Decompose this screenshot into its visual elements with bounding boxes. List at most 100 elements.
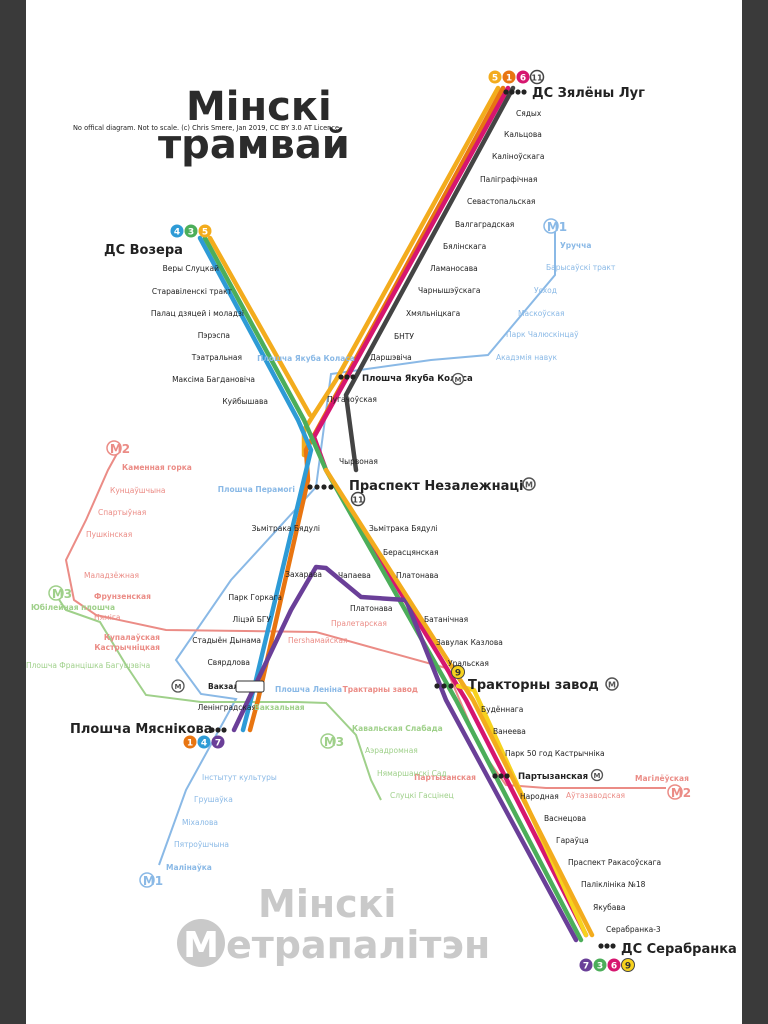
m1-kolasa: Плошча Якуба Коласа bbox=[257, 354, 355, 363]
svg-text:Маскоўская: Маскоўская bbox=[518, 309, 565, 318]
svg-text:9: 9 bbox=[455, 669, 461, 679]
title-line1: Мінскі bbox=[186, 84, 332, 130]
svg-text:Малінаўка: Малінаўка bbox=[166, 863, 212, 872]
se-low-stations: Будённага Ванеева Парк 50 год Кастрычнік… bbox=[481, 705, 605, 758]
m3-vakzalnaya: Вакзальная bbox=[254, 703, 305, 712]
svg-text:Пушкінская: Пушкінская bbox=[86, 530, 132, 539]
svg-text:М1: М1 bbox=[143, 874, 163, 888]
svg-text:Кальцова: Кальцова bbox=[504, 130, 542, 139]
route-badges-zyaleny: 5 1 6 11 bbox=[488, 69, 545, 85]
svg-text:Ламаносава: Ламаносава bbox=[430, 264, 478, 273]
route-badges-myasnikova: 1 4 7 bbox=[183, 735, 225, 749]
svg-text:5: 5 bbox=[492, 74, 498, 84]
stop-platonava-1: Платонава bbox=[396, 571, 439, 580]
svg-text:Каменная горка: Каменная горка bbox=[122, 463, 192, 472]
svg-text:Тэатральная: Тэатральная bbox=[191, 353, 242, 362]
stop-berasyanskaya: Берасцянская bbox=[383, 548, 439, 557]
svg-text:Сядых: Сядых bbox=[516, 109, 542, 118]
svg-text:Паліграфічная: Паліграфічная bbox=[480, 175, 537, 184]
svg-text:6: 6 bbox=[611, 962, 617, 972]
svg-text:ДС Возера: ДС Возера bbox=[104, 243, 183, 258]
svg-text:Парк 50 год Кастрычніка: Парк 50 год Кастрычніка bbox=[505, 749, 605, 758]
svg-text:Якубава: Якубава bbox=[593, 903, 625, 912]
author-note: No offical diagram. Not to scale. (c) Ch… bbox=[73, 124, 341, 132]
stop-kolasa: Плошча Якуба Коласа М bbox=[338, 372, 473, 386]
svg-text:7: 7 bbox=[215, 739, 221, 749]
svg-text:Трактарны завод: Трактарны завод bbox=[343, 685, 418, 694]
svg-text:Юбілейная плошча: Юбілейная плошча bbox=[31, 603, 115, 612]
ne-stations: Сядых Кальцова Калінoўскага Паліграфічна… bbox=[370, 109, 545, 362]
svg-text:Вакзал: Вакзал bbox=[208, 682, 239, 691]
stop-platonava-2: Платонава bbox=[350, 604, 393, 613]
svg-text:Пралетарская: Пралетарская bbox=[331, 619, 387, 628]
svg-text:4: 4 bbox=[174, 228, 180, 238]
svg-text:Максіма Багдановіча: Максіма Багдановіча bbox=[172, 375, 255, 384]
svg-text:Ліцэй БГУ: Ліцэй БГУ bbox=[233, 615, 272, 624]
svg-text:7: 7 bbox=[583, 962, 589, 972]
route-badge-9: 9 bbox=[451, 665, 465, 679]
svg-text:М2: М2 bbox=[671, 786, 691, 800]
svg-text:Плошча Францішка Багушэвіча: Плошча Францішка Багушэвіча bbox=[26, 661, 150, 670]
svg-text:Батанічная: Батанічная bbox=[424, 615, 468, 624]
svg-text:М: М bbox=[594, 772, 601, 780]
svg-text:Калінoўскага: Калінoўскага bbox=[492, 152, 545, 161]
svg-text:Магілёўская: Магілёўская bbox=[635, 774, 689, 783]
svg-text:М3: М3 bbox=[324, 735, 344, 749]
svg-text:Партызанская: Партызанская bbox=[414, 773, 476, 782]
svg-text:Будённага: Будённага bbox=[481, 705, 523, 714]
svg-text:ДС Зялёны Луг: ДС Зялёны Луг bbox=[532, 86, 645, 101]
svg-text:Хмяльніцкага: Хмяльніцкага bbox=[406, 309, 460, 318]
svg-text:Нямаршанскі Сад: Нямаршанскі Сад bbox=[377, 769, 447, 778]
svg-text:Уручча: Уручча bbox=[560, 241, 591, 250]
route-badges-serabranka: 7 3 6 9 bbox=[579, 958, 635, 972]
svg-text:Народная: Народная bbox=[520, 792, 559, 801]
svg-text:5: 5 bbox=[202, 228, 208, 238]
svg-text:Парк Чалюскінцаў: Парк Чалюскінцаў bbox=[506, 330, 579, 339]
svg-text:М1: М1 bbox=[547, 220, 567, 234]
svg-text:11: 11 bbox=[531, 74, 543, 83]
svg-text:М: М bbox=[525, 481, 533, 490]
svg-text:Міхалова: Міхалова bbox=[182, 818, 218, 827]
svg-text:Акадэмія навук: Акадэмія навук bbox=[496, 353, 558, 362]
svg-text:Парк Горкага: Парк Горкага bbox=[229, 593, 283, 602]
metro-m2-badge: М2 bbox=[106, 440, 130, 456]
route-badges-vozera: 4 3 5 bbox=[170, 224, 212, 238]
svg-text:етрапалітэн: етрапалітэн bbox=[226, 923, 490, 967]
svg-text:9: 9 bbox=[625, 962, 631, 972]
nw-stations: Веры Слуцкай Старавіленскі тракт Палац д… bbox=[151, 264, 268, 406]
svg-text:11: 11 bbox=[352, 496, 364, 505]
svg-text:Даршэвіча: Даршэвіча bbox=[370, 353, 412, 362]
tram-map: Мінскі трамвай No offical diagram. Not t… bbox=[26, 69, 737, 972]
svg-text:БНТУ: БНТУ bbox=[394, 332, 414, 341]
m1-south-stations: Інстытут культуры Грушаўка Міхалова Пятр… bbox=[166, 773, 277, 872]
svg-text:Усход: Усход bbox=[534, 286, 557, 295]
svg-text:Мінскі: Мінскі bbox=[258, 882, 396, 926]
stop-vakzal: М Вакзал bbox=[171, 679, 265, 693]
svg-text:Пятроўшчына: Пятроўшчына bbox=[174, 840, 229, 849]
svg-text:Васнецова: Васнецова bbox=[544, 814, 586, 823]
svg-text:Паліклініка №18: Паліклініка №18 bbox=[581, 880, 646, 889]
svg-text:Інстытут культуры: Інстытут культуры bbox=[202, 773, 277, 782]
svg-text:Плошча Мяснікова: Плошча Мяснікова bbox=[70, 722, 213, 737]
svg-text:1: 1 bbox=[187, 739, 193, 749]
m1-lenina: Плошча Леніна bbox=[275, 685, 342, 694]
map-poster: Мінскі трамвай No offical diagram. Not t… bbox=[26, 0, 742, 1024]
svg-text:Пэрэспа: Пэрэспа bbox=[198, 331, 230, 340]
svg-text:ДС Серабранка: ДС Серабранка bbox=[621, 942, 737, 957]
metro-title: Мінскі М етрапалітэн bbox=[177, 882, 490, 967]
svg-text:М: М bbox=[608, 681, 616, 690]
svg-text:Ванеева: Ванеева bbox=[493, 727, 526, 736]
m3-north-stations: Юбілейная плошча Плошча Францішка Багушэ… bbox=[26, 603, 150, 670]
metro-m3-badge: М3 bbox=[48, 585, 72, 601]
terminus-myasnikova: Плошча Мяснікова bbox=[70, 722, 227, 737]
route-badge-11: 11 bbox=[350, 491, 366, 507]
svg-text:Захарава: Захарава bbox=[285, 570, 322, 579]
m2-frunzenskaya: Фрунзенская bbox=[94, 592, 151, 601]
svg-text:4: 4 bbox=[201, 739, 207, 749]
m2-kastrychnitskaya: Кастрычніцкая bbox=[94, 643, 160, 652]
stop-partyzanskaya: Партызанская М bbox=[492, 768, 604, 782]
stop-chyrvonaya: Чырвоная bbox=[339, 457, 378, 466]
svg-text:Плошча Якуба Коласа: Плошча Якуба Коласа bbox=[257, 354, 355, 363]
m2-west-stations: Каменная горка Кунцаўшчына Спартыўная Пу… bbox=[84, 463, 192, 580]
m2-east-stations: Пershамайская Пралетарская Трактарны зав… bbox=[288, 619, 689, 800]
